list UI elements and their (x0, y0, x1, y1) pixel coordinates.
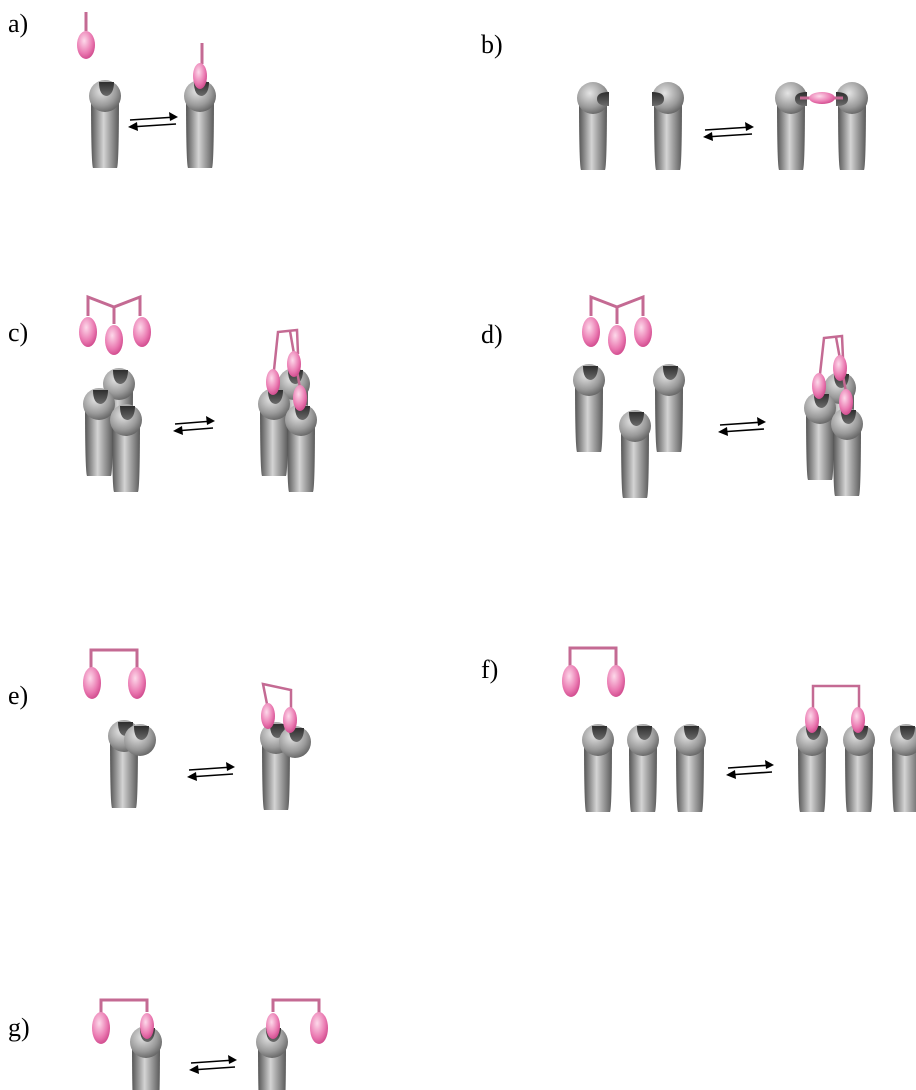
bivalent-ligand (83, 648, 146, 699)
equilibrium-arrows (128, 112, 178, 131)
receptor-bound (184, 43, 216, 168)
trivalent-ligand (79, 294, 151, 355)
equilibrium-arrows (703, 122, 754, 141)
panel-c: c) (8, 294, 317, 492)
trivalent-ligand-bound (812, 334, 853, 415)
receptor-cluster-bound (804, 334, 863, 496)
panel-label-c: c) (8, 318, 28, 347)
bivalent-ligand-bound (261, 682, 297, 733)
receptor-right (652, 82, 684, 170)
free-ligand (77, 12, 95, 59)
panel-f: f) (481, 646, 916, 812)
panel-g: g) (8, 998, 328, 1090)
receptor-dimer (108, 720, 156, 808)
panel-b: b) (481, 30, 868, 170)
panel-a: a) (8, 9, 216, 168)
receptor-dimer-bound (260, 682, 311, 810)
trivalent-ligand (582, 294, 652, 355)
panel-e: e) (8, 648, 311, 810)
panel-label-b: b) (481, 30, 503, 59)
panel-d: d) (481, 294, 863, 498)
ligand-single-bound (92, 998, 162, 1090)
receptor-left-bound (775, 82, 807, 170)
bivalent-ligand (562, 646, 625, 697)
trivalent-ligand-bound (266, 328, 307, 411)
receptor-cluster-bound (258, 328, 317, 492)
bivalent-ligand-horizontal (800, 92, 843, 104)
bivalent-ligand-bound (805, 684, 865, 733)
panel-label-e: e) (8, 681, 28, 710)
equilibrium-arrows (189, 1055, 237, 1074)
panel-label-a: a) (8, 9, 28, 38)
dispersed-receptors (573, 364, 685, 498)
panel-label-g: g) (8, 1013, 30, 1042)
equilibrium-arrows (718, 417, 766, 436)
receptor (89, 80, 121, 168)
panel-label-f: f) (481, 655, 498, 684)
panel-label-d: d) (481, 320, 503, 349)
receptor-row-bound (796, 684, 916, 812)
equilibrium-arrows (187, 762, 235, 781)
receptor-cluster (83, 368, 142, 492)
receptor-right-bound (836, 82, 868, 170)
receptor-row (582, 724, 706, 812)
receptor-left (577, 82, 609, 170)
equilibrium-arrows (173, 416, 215, 435)
equilibrium-arrows (726, 760, 774, 779)
ligand-single-bound-alt (256, 998, 328, 1090)
